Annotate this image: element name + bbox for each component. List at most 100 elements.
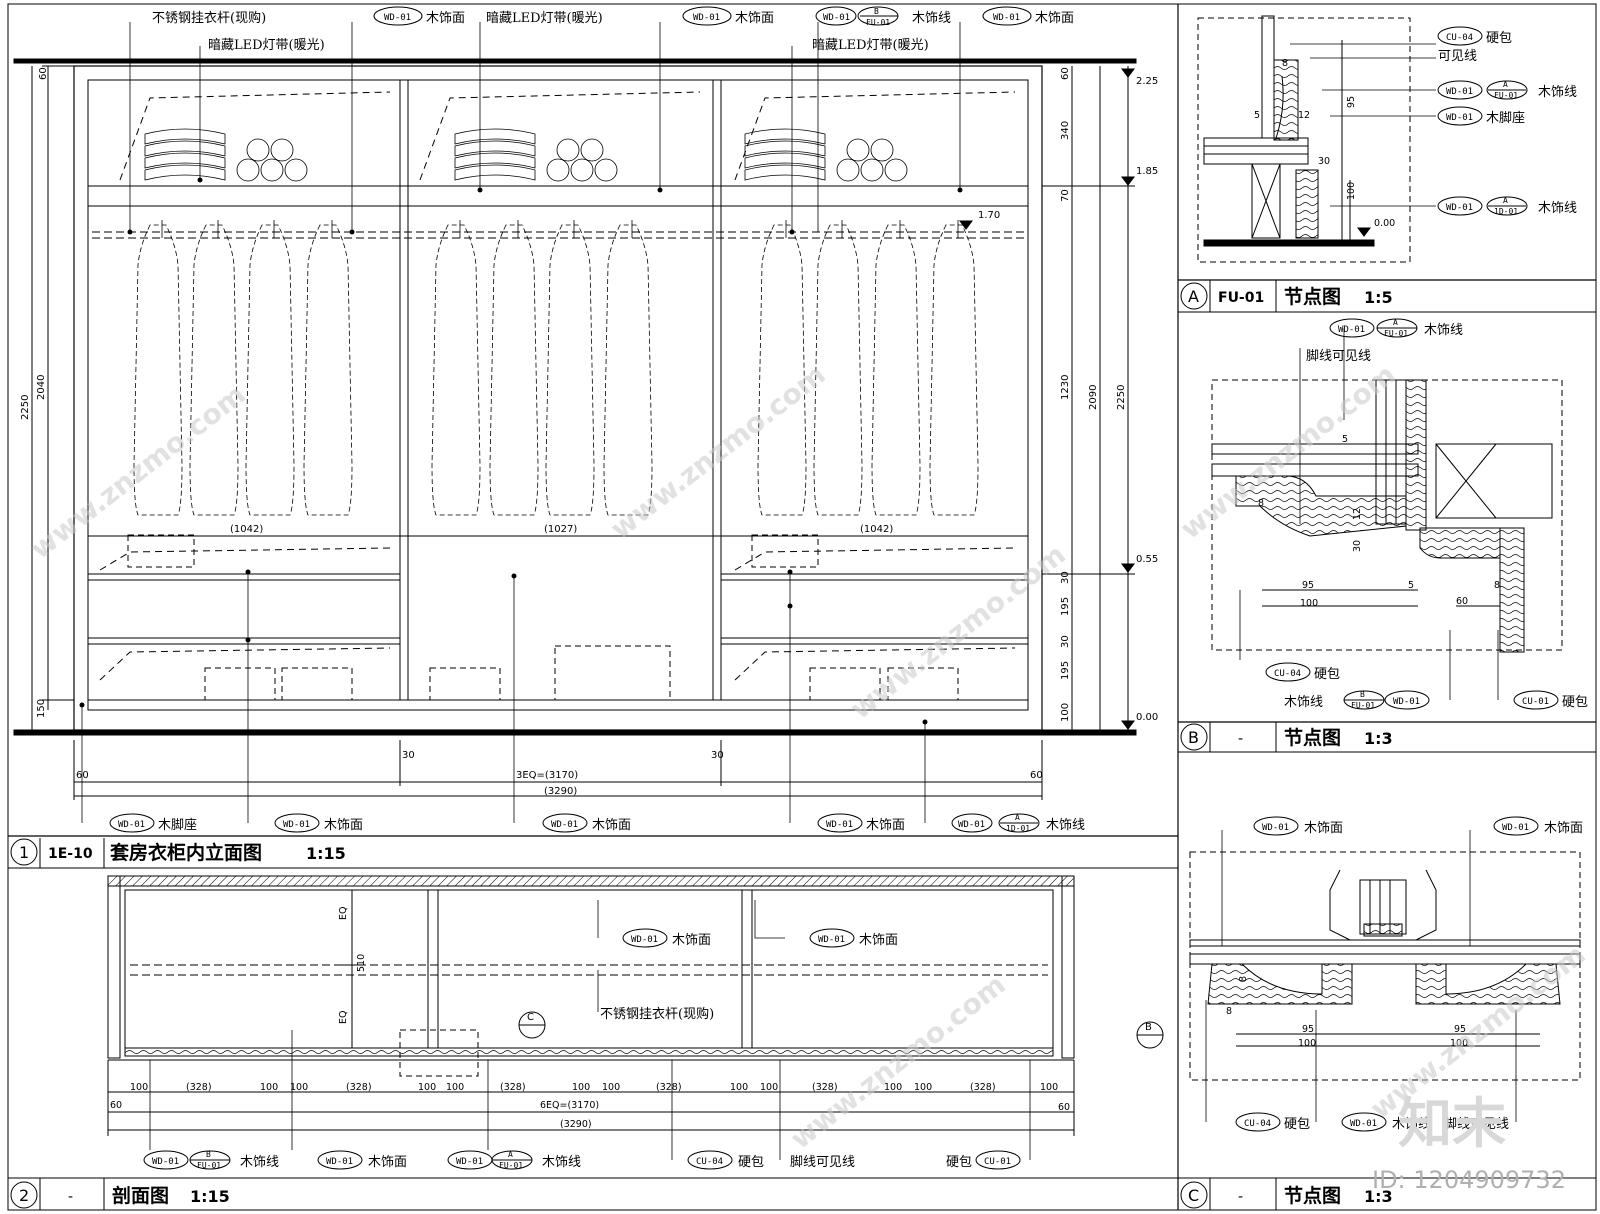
- svg-text:60: 60: [110, 1100, 122, 1111]
- svg-text:木饰线: 木饰线: [1538, 201, 1577, 216]
- svg-text:2: 2: [19, 1186, 29, 1205]
- svg-text:WD-01: WD-01: [1446, 203, 1473, 213]
- svg-text:B: B: [1188, 728, 1199, 747]
- svg-text:木饰线: 木饰线: [1538, 85, 1577, 100]
- elevation-title-block: 1 1E-10 套房衣柜内立面图 1:15: [8, 838, 1178, 869]
- svg-text:1:3: 1:3: [1364, 729, 1393, 748]
- svg-text:暗藏LED灯带(暖光): 暗藏LED灯带(暖光): [486, 11, 603, 26]
- svg-text:100: 100: [760, 1082, 778, 1093]
- svg-text:60: 60: [1030, 770, 1043, 781]
- svg-text:195: 195: [1060, 597, 1071, 616]
- svg-text:木饰线: 木饰线: [1284, 695, 1323, 710]
- svg-text:(328): (328): [812, 1082, 838, 1093]
- svg-text:www.znzmo.com: www.znzmo.com: [844, 538, 1072, 726]
- svg-text:8: 8: [1494, 580, 1500, 591]
- svg-text:2250: 2250: [1116, 385, 1127, 410]
- svg-text:1230: 1230: [1060, 375, 1071, 400]
- svg-text:FU-01: FU-01: [1351, 701, 1375, 710]
- svg-text:100: 100: [418, 1082, 436, 1093]
- svg-text:-: -: [1238, 1189, 1243, 1205]
- svg-text:木饰面: 木饰面: [592, 818, 631, 833]
- drawing-id-label: ID: 1204909732: [1372, 1166, 1566, 1194]
- detail-a-title-block: A FU-01 节点图 1:5: [1178, 280, 1596, 313]
- svg-text:木饰线: 木饰线: [1392, 1117, 1431, 1132]
- svg-text:5: 5: [1254, 110, 1260, 121]
- svg-text:60: 60: [38, 67, 49, 80]
- svg-text:70: 70: [1060, 189, 1071, 202]
- svg-text:150: 150: [36, 699, 47, 718]
- svg-text:1: 1: [19, 843, 29, 862]
- detail-c-dimensions: 8 8 95 100 95 100: [1226, 976, 1468, 1049]
- svg-text:节点图: 节点图: [1284, 727, 1341, 749]
- svg-text:100: 100: [730, 1082, 748, 1093]
- svg-text:木饰线: 木饰线: [240, 1155, 279, 1170]
- detail-c-labels: WD-01 木饰面 WD-01 木饰面 CU-04 硬包 WD-01 木饰线 脚…: [1244, 821, 1583, 1132]
- svg-text:木饰面: 木饰面: [1304, 821, 1343, 836]
- elevation-labels: 不锈钢挂衣杆(现购) 暗藏LED灯带(暖光) WD-01 木饰面 暗藏LED灯带…: [118, 7, 1085, 833]
- svg-text:木饰面: 木饰面: [866, 818, 905, 833]
- svg-text:-: -: [68, 1189, 73, 1205]
- svg-text:暗藏LED灯带(暖光): 暗藏LED灯带(暖光): [208, 38, 325, 53]
- svg-text:(328): (328): [656, 1082, 682, 1093]
- svg-text:木饰线: 木饰线: [542, 1155, 581, 1170]
- svg-text:WD-01: WD-01: [1393, 697, 1420, 707]
- svg-text:硬包: 硬包: [1284, 1117, 1310, 1132]
- svg-text:60: 60: [76, 770, 89, 781]
- svg-text:脚线可见线: 脚线可见线: [1306, 348, 1371, 364]
- svg-text:5: 5: [1342, 434, 1348, 445]
- detail-a-labels: CU-04 硬包 可见线 WD-01 A FU-01 木饰线 WD-01 木脚座…: [1438, 31, 1577, 216]
- svg-text:1:3: 1:3: [1364, 1187, 1393, 1206]
- svg-text:5: 5: [1408, 580, 1414, 591]
- svg-text:套房衣柜内立面图: 套房衣柜内立面图: [109, 841, 262, 864]
- svg-text:WD-01: WD-01: [1350, 1119, 1377, 1129]
- svg-text:A: A: [1503, 196, 1508, 205]
- svg-text:CU-04: CU-04: [1244, 1119, 1271, 1129]
- svg-text:100: 100: [914, 1082, 932, 1093]
- svg-text:8: 8: [1282, 58, 1288, 69]
- watermarks: www.znzmo.com www.znzmo.com www.znzmo.co…: [24, 358, 1592, 1156]
- svg-text:A: A: [1188, 287, 1199, 306]
- svg-text:FU-01: FU-01: [499, 1161, 523, 1170]
- svg-text:30: 30: [1060, 635, 1071, 648]
- svg-text:剖面图: 剖面图: [112, 1184, 169, 1207]
- svg-text:1.70: 1.70: [978, 210, 1000, 221]
- svg-text:0.00: 0.00: [1136, 712, 1158, 723]
- svg-text:B: B: [874, 7, 879, 16]
- elevation-dimensions: 2.25 1.85 1.70 0.55 0.00 60 2250 2040 15…: [20, 67, 1158, 797]
- svg-text:FU-01: FU-01: [866, 18, 890, 27]
- svg-text:WD-01: WD-01: [818, 935, 845, 945]
- svg-text:0.55: 0.55: [1136, 554, 1158, 565]
- svg-text:WD-01: WD-01: [1338, 325, 1365, 335]
- svg-text:木饰面: 木饰面: [324, 818, 363, 833]
- detail-a-dimensions: 95 5 12 30 100 8 0.00: [1254, 58, 1395, 229]
- detail-b-drawing: [1211, 328, 1563, 700]
- svg-text:6EQ=(3170): 6EQ=(3170): [540, 1100, 599, 1111]
- svg-text:60: 60: [1456, 596, 1468, 607]
- svg-text:1:15: 1:15: [306, 844, 346, 863]
- svg-text:1E-10: 1E-10: [48, 846, 93, 862]
- detail-b-labels: WD-01 A FU-01 木饰线 脚线可见线 CU-04 硬包 木饰线 B F…: [1274, 318, 1588, 710]
- svg-text:340: 340: [1060, 121, 1071, 140]
- svg-text:硬包: 硬包: [1314, 667, 1340, 682]
- svg-text:2250: 2250: [20, 395, 31, 420]
- svg-text:(1027): (1027): [544, 524, 577, 535]
- svg-text:510: 510: [356, 954, 367, 972]
- svg-text:30: 30: [1352, 540, 1363, 552]
- svg-text:B: B: [206, 1150, 211, 1159]
- svg-text:(1042): (1042): [860, 524, 893, 535]
- svg-text:30: 30: [1060, 571, 1071, 584]
- svg-text:脚线可见线: 脚线可见线: [790, 1154, 855, 1170]
- svg-text:CU-04: CU-04: [1274, 669, 1301, 679]
- svg-text:EQ: EQ: [338, 1011, 349, 1024]
- svg-text:(328): (328): [186, 1082, 212, 1093]
- svg-text:硬包: 硬包: [1486, 31, 1512, 46]
- svg-text:1:15: 1:15: [190, 1187, 230, 1206]
- detail-c-callouts: [1235, 816, 1539, 1132]
- svg-text:(328): (328): [500, 1082, 526, 1093]
- svg-text:C: C: [1188, 1186, 1199, 1205]
- svg-text:木饰线: 木饰线: [1046, 818, 1085, 833]
- svg-text:木饰面: 木饰面: [735, 11, 774, 26]
- svg-text:100: 100: [1300, 598, 1318, 609]
- svg-text:100: 100: [446, 1082, 464, 1093]
- svg-text:1:5: 1:5: [1364, 288, 1393, 307]
